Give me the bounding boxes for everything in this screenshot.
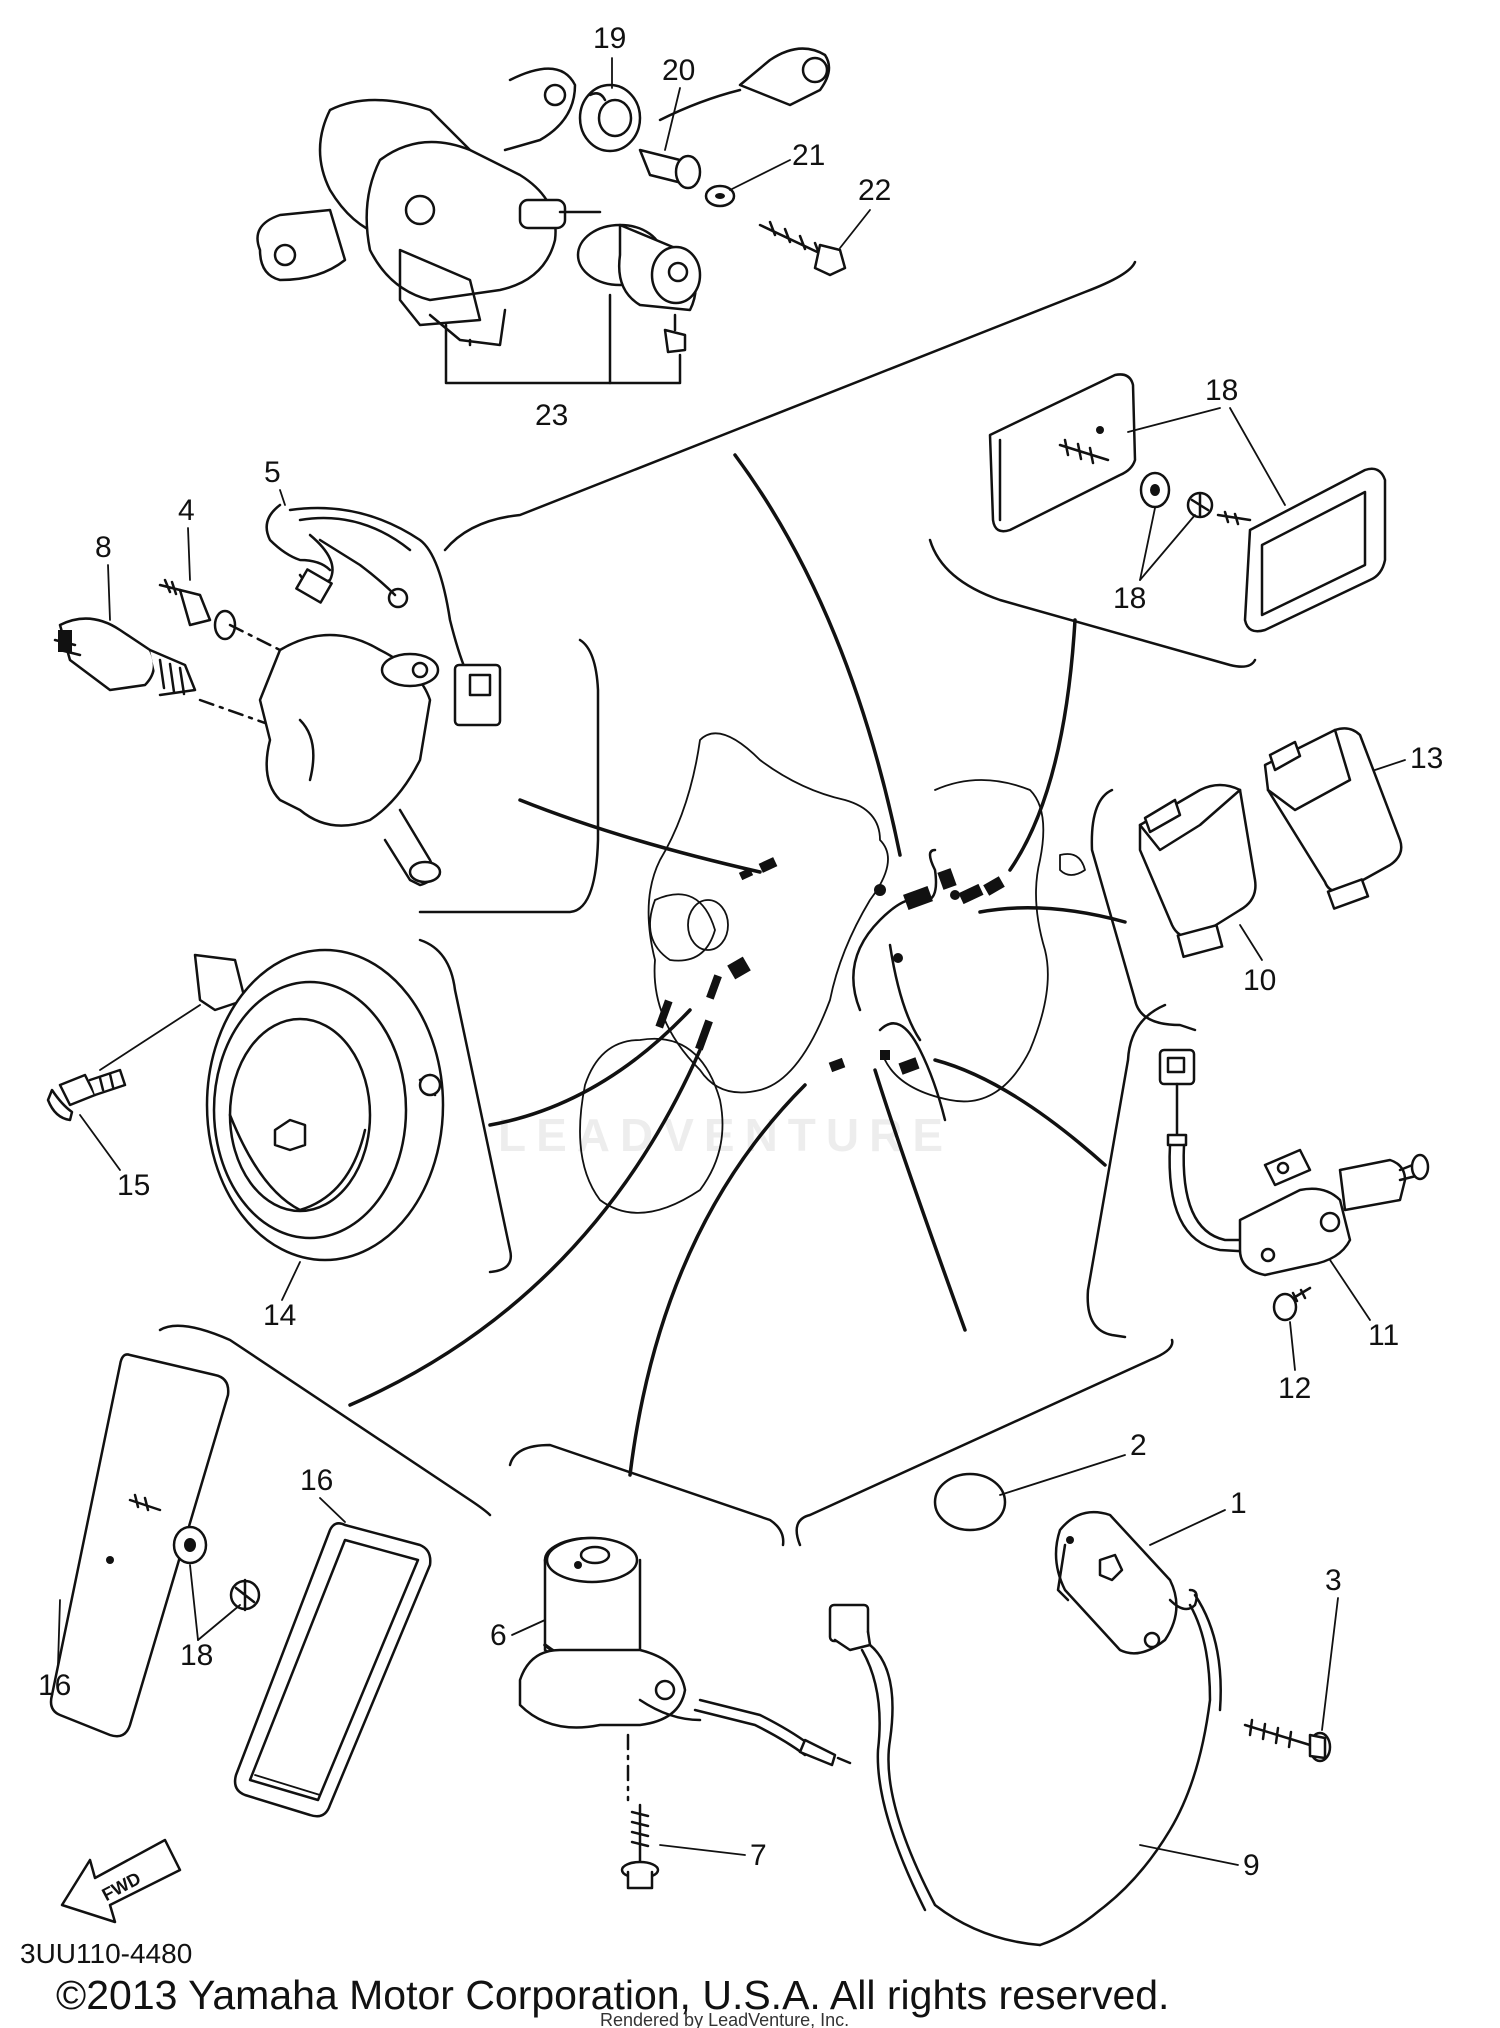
- diagram-code: 3UU110-4480: [20, 1938, 193, 1969]
- callout-14: 14: [263, 1299, 296, 1332]
- callout-16-left: 16: [38, 1669, 71, 1702]
- horn-part-14: [193, 948, 445, 1262]
- callout-19: 19: [593, 22, 626, 55]
- callout-4: 4: [178, 494, 195, 527]
- callout-12: 12: [1278, 1372, 1311, 1405]
- thermostat-body: [258, 633, 442, 887]
- frame-outline: [579, 732, 1086, 1214]
- callout-3: 3: [1325, 1564, 1342, 1597]
- bolt-part-7: [620, 1803, 660, 1890]
- callout-2: 2: [1130, 1429, 1147, 1462]
- group-brackets: [158, 260, 1257, 1547]
- callout-17: 18: [1205, 374, 1238, 407]
- callout-7: 7: [750, 1839, 767, 1872]
- leader-lines: [348, 453, 1127, 1477]
- callout-labels: 19 20 21 22 23 5 4 8 18 18 13 10 15 14 1…: [38, 22, 1443, 1882]
- fwd-arrow-icon: FWD: [60, 1838, 182, 1924]
- callout-16-right: 16: [300, 1464, 333, 1497]
- bolt-part-3: [1243, 1718, 1332, 1763]
- callout-23: 23: [535, 399, 568, 432]
- starter-relay-part-6: [518, 1536, 852, 1802]
- callout-18-top: 18: [1113, 582, 1146, 615]
- lead-wire-part-9: [828, 1593, 1222, 1947]
- callout-15: 15: [117, 1169, 150, 1202]
- switch-part-11: [1158, 1048, 1430, 1277]
- oring-part-2: [933, 1472, 1007, 1532]
- sensor-assembly-part-23: [256, 47, 847, 385]
- horn-bolt-part-15: [46, 1068, 127, 1122]
- callout-22: 22: [858, 174, 891, 207]
- relay-part-10: [1138, 783, 1257, 959]
- watermark-text: LEADVENTURE: [498, 1109, 954, 1161]
- side-reflector-part-16-left: [49, 1353, 261, 1738]
- callout-5: 5: [264, 456, 281, 489]
- callout-6: 6: [490, 1619, 507, 1652]
- callout-20: 20: [662, 54, 695, 87]
- callout-8: 8: [95, 531, 112, 564]
- wire-lead-part-5: [265, 503, 502, 727]
- callout-10: 10: [1243, 964, 1276, 997]
- callout-9: 9: [1243, 1849, 1260, 1882]
- thermo-unit-part-4: [158, 578, 282, 652]
- pickup-coil-part-1: [1054, 1510, 1198, 1655]
- copyright-notice: ©2013 Yamaha Motor Corporation, U.S.A. A…: [56, 1972, 1170, 2018]
- callout-1: 1: [1230, 1487, 1247, 1520]
- callout-11: 11: [1368, 1319, 1399, 1352]
- reflector-part-17: [988, 373, 1387, 633]
- side-reflector-part-16-right: [233, 1522, 432, 1818]
- rendered-by-credit: Rendered by LeadVenture, Inc.: [600, 2010, 850, 2028]
- relay-part-13: [1263, 727, 1403, 910]
- callout-18-bottom: 18: [180, 1639, 213, 1672]
- screw-part-12: [1272, 1286, 1312, 1322]
- thermo-switch-part-8: [53, 617, 287, 732]
- callout-21: 21: [792, 139, 825, 172]
- callout-13: 13: [1410, 742, 1443, 775]
